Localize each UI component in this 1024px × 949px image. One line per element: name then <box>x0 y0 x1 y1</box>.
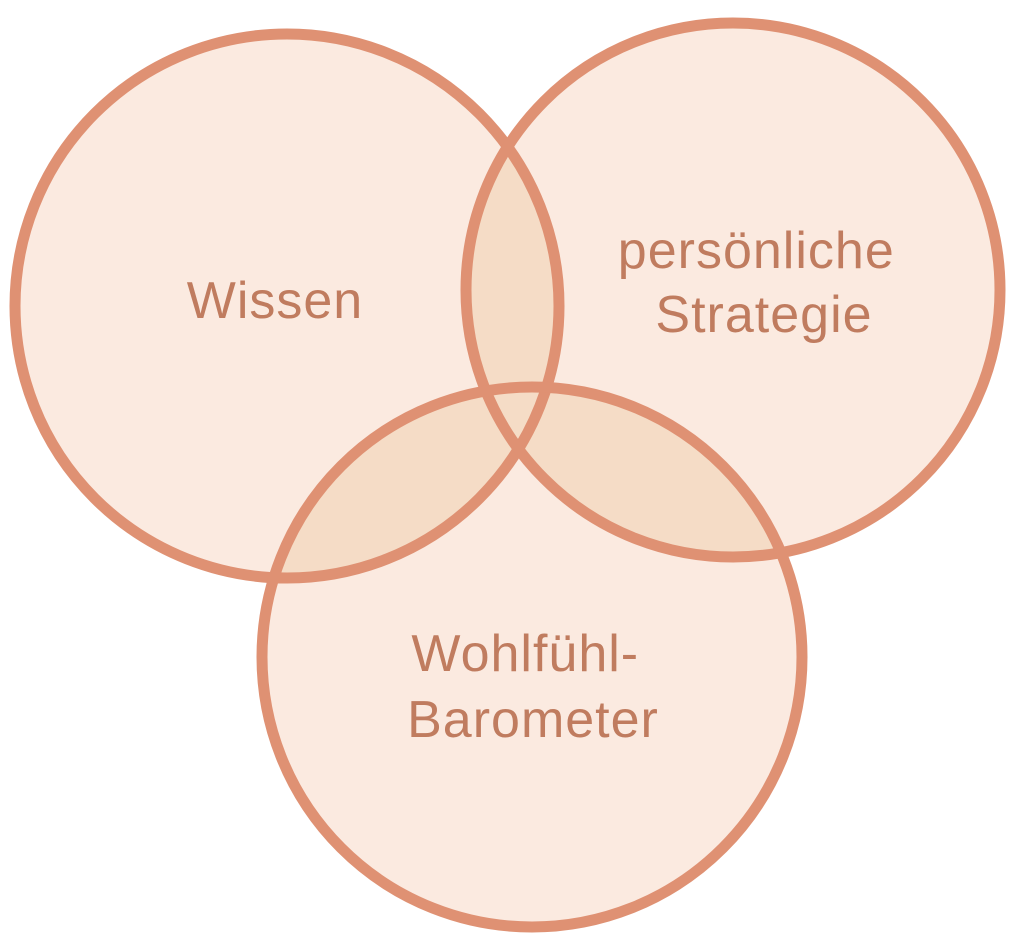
circle-strategie-outline <box>460 17 1006 563</box>
label-wohlfuehl-barometer: Wohlfühl- Barometer <box>407 625 659 749</box>
overlap-wissen-barometer <box>262 387 559 578</box>
circle-wissen-outline <box>9 28 565 584</box>
circle-barometer-outline <box>256 381 808 933</box>
overlap-strategie-barometer <box>466 387 802 557</box>
label-wissen: Wissen <box>187 272 363 330</box>
label-persoenliche-strategie: persönliche Strategie <box>618 222 910 344</box>
